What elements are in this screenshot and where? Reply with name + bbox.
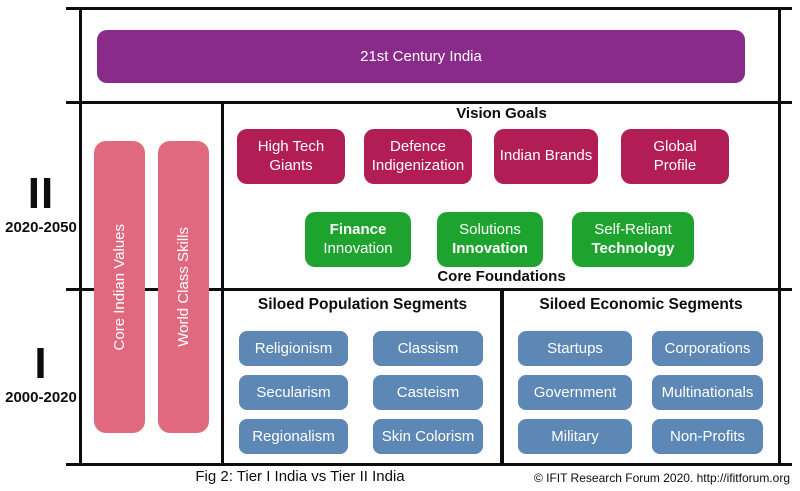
vision-goals-heading: Vision Goals	[456, 105, 547, 122]
foundation-line: Solutions	[459, 220, 521, 238]
frame-banner-rule	[66, 101, 792, 104]
foundation-line: Finance	[329, 220, 387, 238]
tier-2-label: II 2020-2050	[2, 169, 80, 237]
banner-label: 21st Century India	[360, 48, 482, 65]
foundation-finance-innovation: Finance Innovation	[305, 212, 411, 267]
frame-middle-rule	[66, 288, 792, 291]
segment-multinationals: Multinationals	[652, 375, 763, 410]
population-segments-grid: Religionism Classism Secularism Casteism…	[239, 331, 483, 454]
economic-segments-heading: Siloed Economic Segments	[539, 296, 743, 313]
goal-high-tech-giants: High Tech Giants	[237, 129, 345, 184]
foundation-line: Innovation	[323, 239, 393, 257]
tier-2-range: 2020-2050	[5, 219, 77, 236]
segment-military: Military	[518, 419, 632, 454]
foundation-solutions-innovation: Solutions Innovation	[437, 212, 543, 267]
population-segments-heading: Siloed Population Segments	[257, 296, 468, 313]
frame-left-border	[79, 7, 82, 466]
goal-defence-indigenization: Defence Indigenization	[364, 129, 472, 184]
segment-government: Government	[518, 375, 632, 410]
tier-1-range: 2000-2020	[5, 389, 77, 406]
figure-caption: Fig 2: Tier I India vs Tier II India	[195, 468, 405, 485]
core-foundations-heading: Core Foundations	[437, 268, 566, 285]
tier-2-numeral: II	[27, 169, 55, 218]
segment-corporations: Corporations	[652, 331, 763, 366]
copyright-credit: © IFIT Research Forum 2020. http://ifitf…	[533, 471, 790, 485]
segments-divider	[500, 288, 504, 466]
segment-casteism: Casteism	[373, 375, 483, 410]
goal-indian-brands: Indian Brands	[494, 129, 598, 184]
pillar-label: Core Indian Values	[111, 223, 128, 351]
segment-non-profits: Non-Profits	[652, 419, 763, 454]
segment-skin-colorism: Skin Colorism	[373, 419, 483, 454]
segment-classism: Classism	[373, 331, 483, 366]
foundation-line: Self-Reliant	[594, 220, 672, 238]
foundation-self-reliant-technology: Self-Reliant Technology	[572, 212, 694, 267]
frame-top-rule	[66, 7, 792, 10]
foundation-line: Innovation	[452, 239, 528, 257]
tier-1-numeral: I	[34, 339, 48, 388]
pillar-world-class-skills: World Class Skills	[158, 141, 209, 433]
banner-21st-century-india: 21st Century India	[97, 30, 745, 83]
pillars-divider	[221, 101, 224, 466]
segment-secularism: Secularism	[239, 375, 348, 410]
frame-bottom-rule	[66, 463, 792, 466]
economic-segments-grid: Startups Corporations Government Multina…	[518, 331, 763, 454]
pillar-label: World Class Skills	[175, 227, 192, 347]
pillar-core-indian-values: Core Indian Values	[94, 141, 145, 433]
foundation-line: Technology	[591, 239, 675, 257]
segment-religionism: Religionism	[239, 331, 348, 366]
tier-1-label: I 2000-2020	[2, 339, 80, 407]
goal-global-profile: Global Profile	[621, 129, 729, 184]
segment-regionalism: Regionalism	[239, 419, 348, 454]
frame-right-border	[778, 7, 781, 466]
segment-startups: Startups	[518, 331, 632, 366]
